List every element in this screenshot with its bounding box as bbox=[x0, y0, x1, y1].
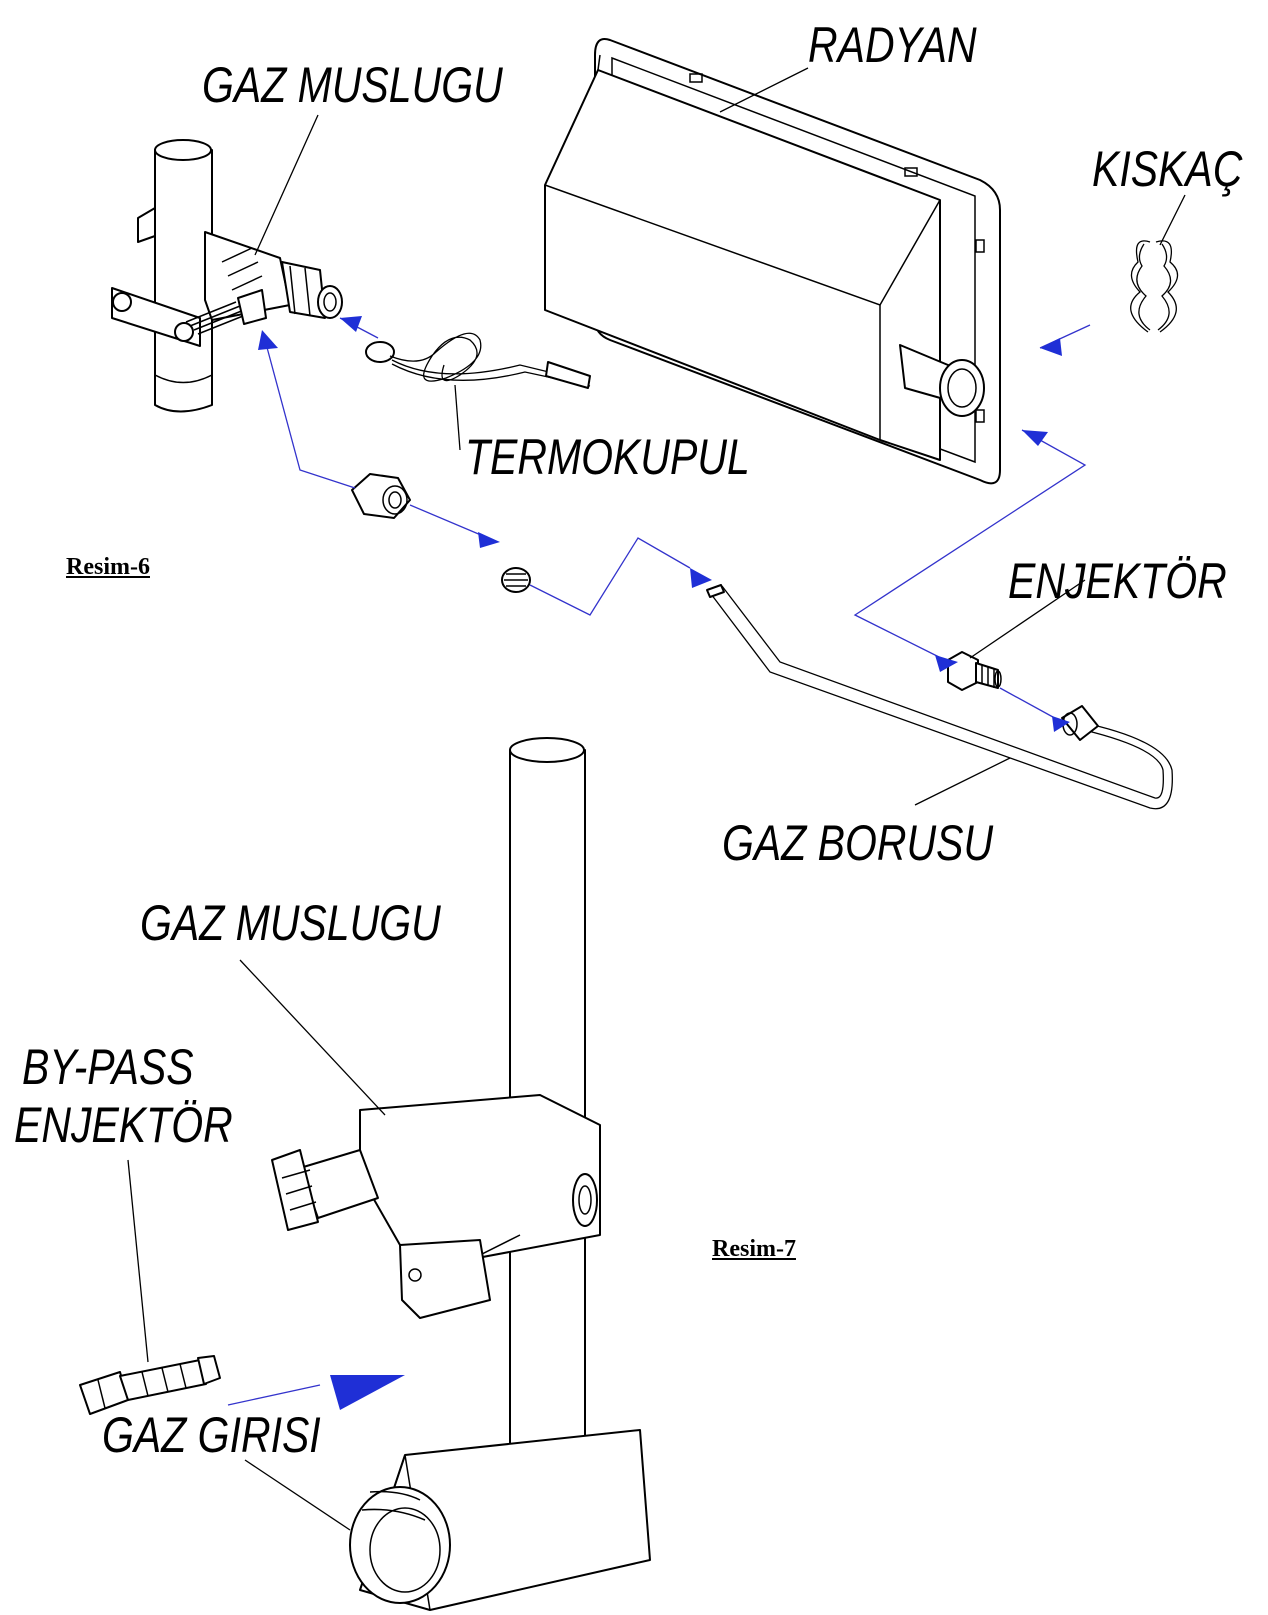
ferrule-part bbox=[501, 567, 531, 593]
top-valve-assembly bbox=[111, 139, 343, 413]
label-gaz-borusu: GAZ BORUSU bbox=[722, 815, 994, 871]
caption-resim6: Resim-6 bbox=[66, 554, 150, 580]
label-gaz-muslugu-top: GAZ MUSLUGU bbox=[202, 57, 503, 113]
nut-part bbox=[351, 473, 411, 519]
caption-resim7: Resim-7 bbox=[712, 1236, 796, 1262]
gaz-borusu bbox=[706, 584, 1173, 810]
label-bypass-line2: ENJEKTÖR bbox=[14, 1097, 233, 1153]
label-bypass-line1: BY-PASS bbox=[22, 1039, 194, 1095]
leader-lines bbox=[127, 67, 1186, 1531]
label-termokupul: TERMOKUPUL bbox=[465, 429, 750, 485]
label-kiskac: KISKAÇ bbox=[1092, 141, 1243, 197]
termokupul bbox=[365, 332, 591, 389]
label-enjektor: ENJEKTÖR bbox=[1008, 553, 1227, 609]
bypass-enjektor-part bbox=[79, 1355, 221, 1415]
label-radyan: RADYAN bbox=[808, 17, 977, 73]
bottom-valve-assembly bbox=[271, 737, 651, 1611]
enjektor-part bbox=[947, 651, 1002, 691]
label-gaz-muslugu-bottom: GAZ MUSLUGU bbox=[140, 895, 441, 951]
kiskac-clip bbox=[1130, 240, 1179, 333]
flow-arrows bbox=[258, 316, 1070, 1410]
label-gaz-girisi: GAZ GIRISI bbox=[102, 1407, 321, 1463]
radyan-panel bbox=[544, 38, 1001, 485]
flow-lines bbox=[227, 317, 1091, 1406]
